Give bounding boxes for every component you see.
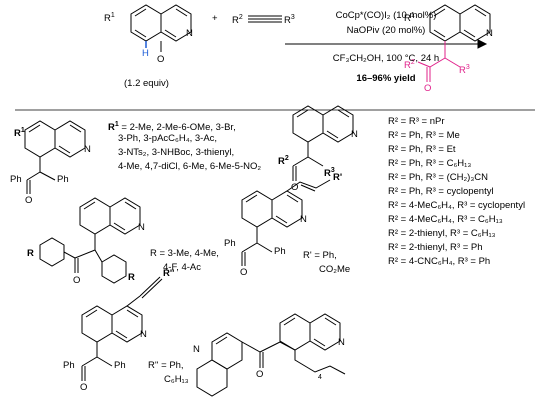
r1-list-1: 3-Ph, 3-pAcC₆H₄, 3-Ac, [118,133,218,144]
product-r1-label: R1 [404,12,415,25]
scope2-o-label: O [291,182,299,193]
scope3-n-label: N [138,222,145,233]
product-n-label: N [486,28,493,39]
catalyst-text: CoCp*(CO)I₂ (10 mol%) [335,10,437,21]
product-r2-label: R2 [404,59,415,72]
scope2-n-label: N [351,129,358,140]
scope1-o-label: O [25,195,33,206]
scope5-o-label: O [80,382,88,393]
scope4-ph-right: Ph [274,246,286,257]
plus-sign: + [212,13,218,24]
reactant-h-label: H [142,48,149,59]
scope5-ph-right: Ph [114,360,126,371]
r1-list-2: 3-NTs₂, 3-NHBoc, 3-thienyl, [118,147,235,158]
reactant-o-label: O [157,54,165,65]
r1-list-3: 4-Me, 4,7-diCl, 6-Me, 6-Me-5-NO₂ [118,161,262,172]
scope1-ph-left: Ph [10,174,22,185]
scope1-n-label: N [84,144,91,155]
reactant-r1-label: R1 [104,12,115,25]
scope5-rdprime-label: R'' [163,268,175,279]
scope-2-structure [292,105,354,181]
scope1-ph-right: Ph [57,174,69,185]
r-aryl-line1: R = 3-Me, 4-Me, [150,248,219,259]
alkyne-r3-label: R3 [284,14,295,27]
scope6-subscript: 4 [318,374,322,381]
scope3-r-right: R [128,272,135,283]
r2r3-list-5: R² = Ph, R³ = cyclopentyl [388,186,494,197]
r2r3-list-10: R² = 4-CNC₆H₄, R³ = Ph [388,256,491,267]
scope2-r2-label: R2 [278,155,289,168]
r-aryl-line2: 4-F, 4-Ac [163,262,202,273]
r2r3-list-6: R² = 4-MeC₆H₄, R³ = cyclopentyl [388,200,526,211]
reactant-n-label: N [186,28,193,39]
scope6-n-label: N [338,337,345,348]
scope-4-structure [241,179,331,266]
scope-5-structure [81,276,163,381]
r2r3-list-9: R² = 2-thienyl, R³ = Ph [388,242,483,253]
scope6-o-label: O [256,369,264,380]
scope5-n-label: N [140,329,147,340]
yield-text: 16–96% yield [356,73,416,84]
scope2-r3-label: R3 [324,167,335,180]
r2r3-list-7: R² = 4-MeC₆H₄, R³ = C₆H₁₃ [388,214,503,225]
scope3-r-left: R [27,248,34,259]
r2r3-list-2: R² = Ph, R³ = Et [388,144,456,155]
r1-list-0: R1 = 2-Me, 2-Me-6-OMe, 3-Br, [108,121,236,134]
scope3-o-label: O [73,275,81,286]
scope4-ph-left: Ph [224,238,236,249]
solvent-text: CF₃CH₂OH, 100 °C, 24 h [332,53,440,64]
r-prime-line1: R' = Ph, [303,250,337,261]
scope4-n-label: N [300,214,307,225]
scope6-n-iso-label: N [193,344,200,355]
quinoline-n-oxide-structure [130,4,192,52]
product-r3-label: R3 [459,64,470,77]
scope5-ph-left: Ph [63,360,75,371]
r-dprime-line2: C₆H₁₃ [164,374,189,385]
scope1-r1-label: R1 [14,127,25,140]
scope4-o-label: O [240,267,248,278]
r2r3-list-0: R² = R³ = nPr [388,116,445,127]
r2r3-list-3: R² = Ph, R³ = C₆H₁₃ [388,158,472,169]
r-dprime-line1: R'' = Ph, [148,360,184,371]
equiv-label: (1.2 equiv) [124,78,169,89]
r2r3-list-8: R² = 2-thienyl, R³ = C₆H₁₃ [388,228,496,239]
scope-3-structure [39,197,141,284]
alkyne-r2-label: R2 [232,14,243,27]
product-structure [417,4,491,82]
product-o-label: O [424,83,432,94]
scope4-rprime-label: R' [333,172,343,183]
r-prime-line2: CO₂Me [319,264,351,275]
scope-1-structure [24,120,86,194]
additive-text: NaOPiv (20 mol%) [346,25,426,36]
r2r3-list-1: R² = Ph, R³ = Me [388,130,460,141]
scope-6-structure [196,313,346,397]
r2r3-list-4: R² = Ph, R³ = (CH₂)₃CN [388,172,488,183]
